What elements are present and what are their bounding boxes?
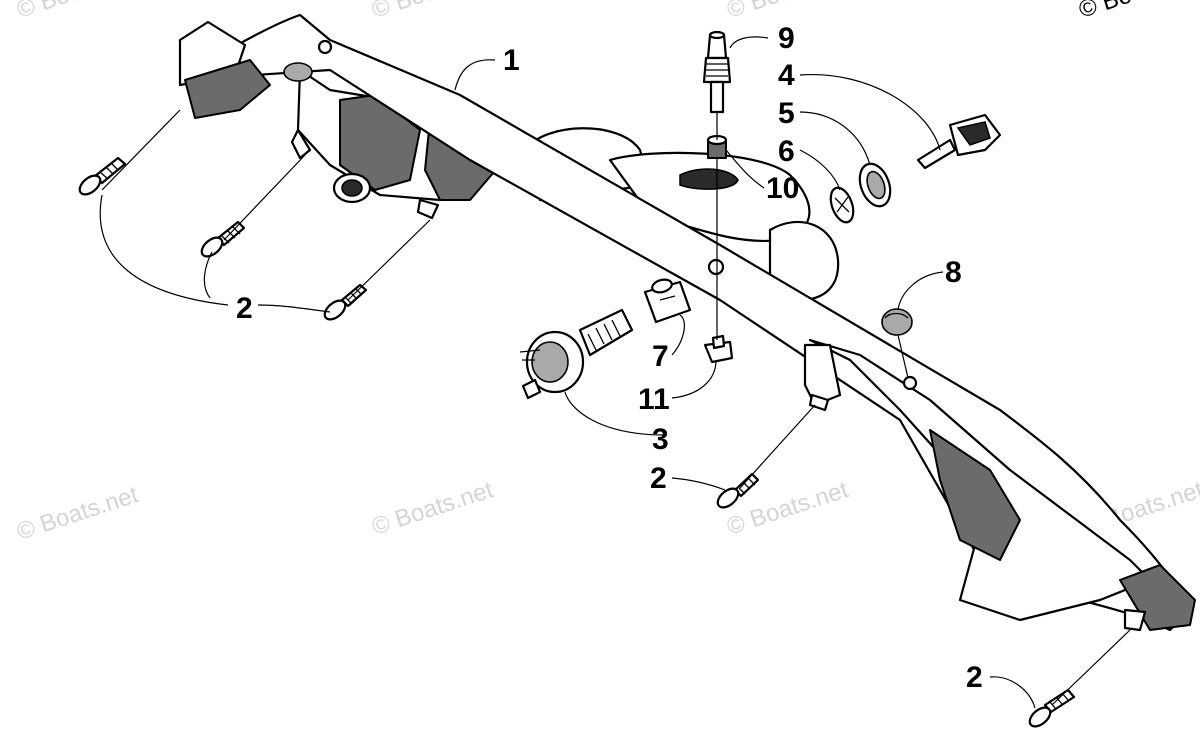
callout-2-left: 2: [236, 292, 253, 325]
watermark: © Boats.net: [14, 481, 142, 546]
screw-center: [716, 472, 760, 509]
console-housing: [178, 13, 1196, 632]
callout-6: 6: [778, 135, 795, 168]
watermark: © Boats.net: [724, 0, 852, 24]
callout-8: 8: [945, 256, 962, 289]
screw-right: [1028, 688, 1076, 728]
callout-1: 1: [503, 44, 520, 77]
bezel-nut: [858, 162, 892, 208]
ignition-switch: [519, 308, 634, 400]
callouts: 1 2 2 2 3 4 5 6 7 8 9 10 11: [236, 22, 983, 694]
mounting-bracket: [703, 334, 734, 364]
screw-top-left: [78, 156, 127, 196]
watermark: © Boats.net: [14, 0, 142, 24]
threaded-stud: [702, 30, 732, 114]
leader-lines: [99, 36, 1131, 709]
callout-11: 11: [638, 383, 670, 416]
callout-9: 9: [778, 22, 795, 55]
retainer-sleeve: [643, 278, 692, 324]
callout-3: 3: [652, 423, 669, 456]
screw-lower-left: [323, 283, 368, 321]
corner-watermark: © Bo: [1076, 0, 1135, 24]
plug: [881, 308, 913, 336]
watermark: © Boats.net: [369, 476, 497, 541]
callout-4: 4: [778, 59, 795, 92]
screw-middle-left: [200, 220, 246, 258]
watermark: © Boats.net: [369, 0, 497, 24]
callout-5: 5: [778, 97, 795, 130]
lock-washer: [829, 186, 855, 224]
callout-2-center: 2: [650, 462, 667, 495]
ignition-key: [916, 113, 1002, 170]
callout-7: 7: [652, 340, 669, 373]
callout-2-right: 2: [966, 661, 983, 694]
callout-10: 10: [766, 172, 799, 205]
